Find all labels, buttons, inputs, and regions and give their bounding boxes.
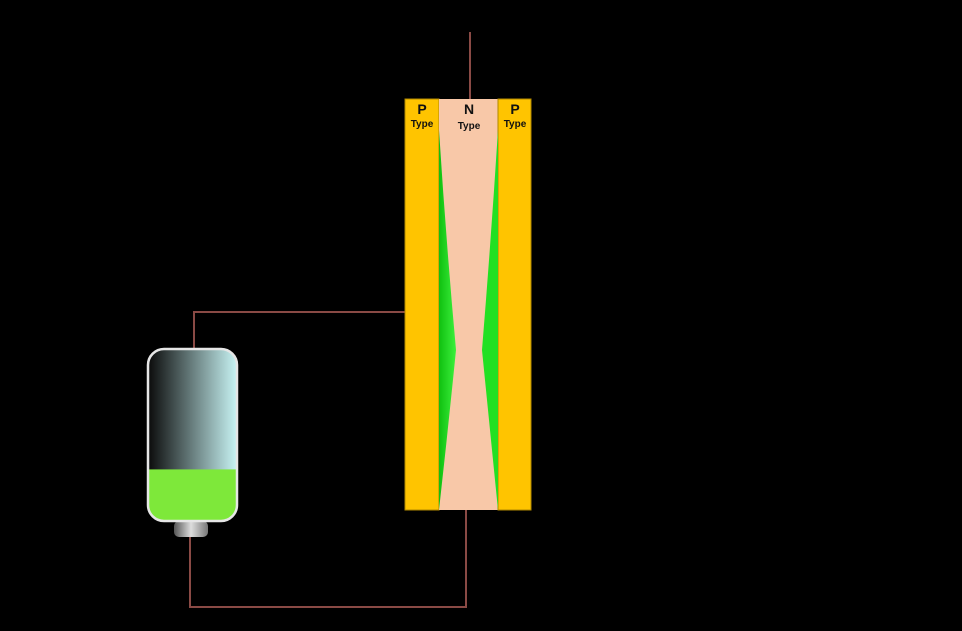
right-type-word: Type bbox=[504, 119, 527, 130]
battery-charge-level bbox=[148, 469, 237, 521]
jfet-body: P Type N Type P Type bbox=[404, 98, 532, 511]
source-wire bbox=[189, 510, 467, 608]
wires bbox=[189, 32, 471, 608]
p-type-left-region bbox=[404, 98, 440, 511]
center-n-letter: N bbox=[464, 101, 474, 117]
center-type-word: Type bbox=[458, 121, 481, 132]
battery bbox=[146, 347, 239, 537]
battery-outline bbox=[146, 347, 239, 523]
left-p-letter: P bbox=[417, 101, 426, 117]
gate-wire bbox=[193, 311, 405, 348]
left-type-word: Type bbox=[411, 119, 434, 130]
battery-terminal bbox=[174, 521, 208, 537]
depletion-region-right bbox=[482, 130, 498, 510]
p-type-right-region bbox=[497, 98, 532, 511]
depletion-region-left bbox=[439, 130, 456, 510]
right-p-letter: P bbox=[510, 101, 519, 117]
